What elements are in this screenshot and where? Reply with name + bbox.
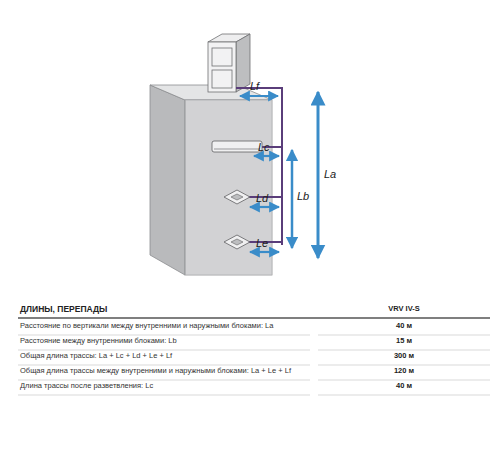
table-rule xyxy=(18,317,490,319)
outdoor-unit-side xyxy=(236,34,250,92)
dimension-arrow xyxy=(250,251,279,253)
table-value: 40 м xyxy=(318,322,490,331)
dimension-label: Lc xyxy=(258,141,282,154)
table-cell: Расстояние между внутренними блоками: Lb xyxy=(20,337,310,346)
refrigerant-branch xyxy=(248,147,282,242)
table-header: VRV IV-S xyxy=(318,305,490,314)
table-cell: Расстояние по вертикали между внутренним… xyxy=(20,322,310,331)
cassette-indoor-unit xyxy=(224,235,250,249)
dimension-arrow xyxy=(291,150,294,248)
table-value: 15 м xyxy=(318,337,490,346)
outdoor-fan xyxy=(212,48,232,66)
dimension-arrow xyxy=(254,155,279,157)
wall-indoor-unit-vent xyxy=(214,149,260,150)
outdoor-fan xyxy=(212,70,232,88)
dimension-arrow xyxy=(317,92,320,258)
dimension-arrow xyxy=(240,95,278,97)
table-cell: Общая длина трассы: La + Lc + Ld + Le + … xyxy=(20,352,310,361)
dimension-label: La xyxy=(324,168,348,181)
cassette-grille xyxy=(231,194,243,200)
table-header: ДЛИНЫ, ПЕРЕПАДЫ xyxy=(20,305,300,315)
dimension-label: Le xyxy=(256,237,280,250)
table-value: 300 м xyxy=(318,352,490,361)
table-cell: Общая длина трассы между внутренними и н… xyxy=(20,367,310,376)
table-value: 40 м xyxy=(318,382,490,391)
table-cell: Длина трассы после разветвления: Lc xyxy=(20,382,310,391)
dimension-label: Lb xyxy=(297,190,317,203)
dimension-label: Lf xyxy=(250,80,274,93)
cassette-grille xyxy=(231,239,243,245)
table-value: 120 м xyxy=(318,367,490,376)
wall-indoor-unit xyxy=(212,141,262,152)
building-side xyxy=(150,85,185,275)
outdoor-unit xyxy=(208,42,236,92)
building-edge xyxy=(185,100,186,275)
dimension-arrow xyxy=(250,206,279,208)
refrigerant-pipe xyxy=(236,88,282,245)
cassette-indoor-unit xyxy=(224,190,250,204)
dimension-label: Ld xyxy=(256,192,280,205)
table-row-rules xyxy=(18,335,490,395)
